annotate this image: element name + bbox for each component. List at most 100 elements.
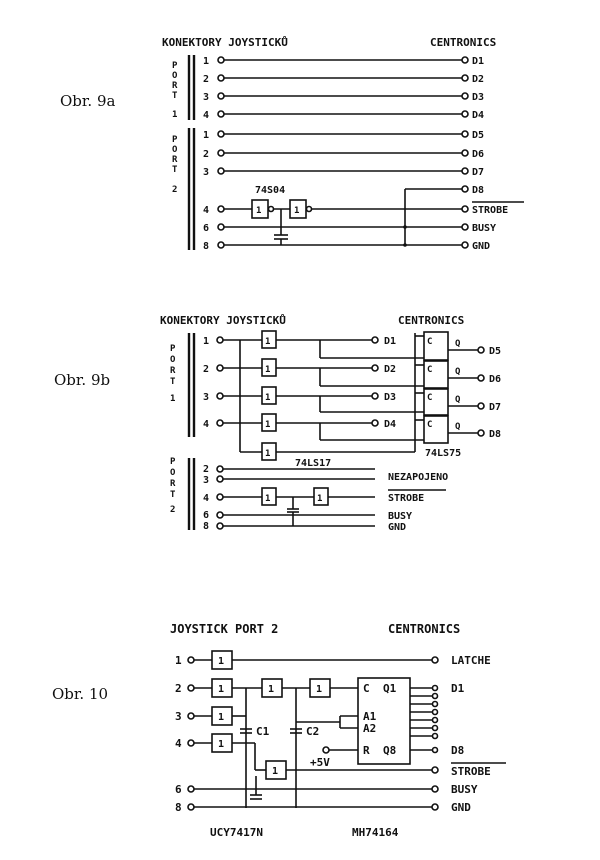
latche-label: LATCHE <box>451 654 491 667</box>
latch-output-label: D7 <box>489 402 501 413</box>
title-centronics: CENTRONICS <box>398 314 464 327</box>
port1-letter: R <box>170 366 176 376</box>
title-joystick-connectors: KONEKTORY JOYSTICKŮ <box>162 36 288 49</box>
port2-letter: R <box>172 155 178 165</box>
pin-number: 1 <box>203 130 209 141</box>
latch-output-label: D5 <box>489 346 501 357</box>
gate-label: 1 <box>317 494 322 504</box>
latch-c-pin: C <box>427 365 432 375</box>
output-label: D6 <box>472 149 484 160</box>
pin-number: 4 <box>175 737 182 750</box>
data-label: D3 <box>384 392 396 403</box>
gate-label: 1 <box>268 684 274 695</box>
caption-9a: Obr. 9a <box>60 92 116 110</box>
port1-letter: O <box>170 355 176 365</box>
strobe-label: STROBE <box>388 493 424 504</box>
title-centronics: CENTRONICS <box>388 622 460 636</box>
latch-c-pin: C <box>427 393 432 403</box>
chip-74ls75-label: 74LS75 <box>425 448 461 459</box>
output-label: D5 <box>472 130 484 141</box>
chip-74s04-label: 74S04 <box>255 185 285 196</box>
latch-c-pin: C <box>427 420 432 430</box>
pin-number: 2 <box>175 682 182 695</box>
pin-number: 4 <box>203 110 209 121</box>
gate-label: 1 <box>265 449 270 459</box>
port1-letter: 1 <box>170 394 175 404</box>
output-label: GND <box>472 241 490 252</box>
port2-letter: O <box>170 468 176 478</box>
latch-q-pin: Q <box>455 339 461 349</box>
pin-number: 1 <box>175 654 182 667</box>
caption-10: Obr. 10 <box>52 685 108 703</box>
buffer-column-74ls17: 1 1 1 1 1 <box>216 330 416 461</box>
gate-label: 1 <box>265 365 270 375</box>
caption-9b: Obr. 9b <box>54 371 110 389</box>
pin-number: 8 <box>203 241 209 252</box>
port1-letter: O <box>172 71 178 81</box>
latch-q-pin: Q <box>455 395 461 405</box>
data-label: D1 <box>384 336 396 347</box>
register-pin-r: R <box>363 744 370 757</box>
output-label: D3 <box>472 92 484 103</box>
pin-number: 6 <box>203 510 209 521</box>
strobe-label: STROBE <box>451 765 491 778</box>
straight-wires-9a <box>217 56 469 175</box>
pin-number: 4 <box>203 205 209 216</box>
register-pin-a2: A2 <box>363 722 376 735</box>
gnd-label: GND <box>451 801 471 814</box>
capacitor-c1-label: C1 <box>256 725 270 738</box>
latch-output-label: D8 <box>489 429 501 440</box>
latch-74ls75: C Q C Q C Q C Q <box>423 331 485 444</box>
output-label: BUSY <box>472 223 496 234</box>
gnd-label: GND <box>388 522 406 533</box>
pin-number: 6 <box>203 223 209 234</box>
capacitor-c2-label: C2 <box>306 725 319 738</box>
output-label: D1 <box>472 56 484 67</box>
port2-letter: T <box>172 165 178 175</box>
port1-label: P O R T 1 <box>172 61 178 120</box>
gate-label: 1 <box>265 393 270 403</box>
port1-label: P O R T 1 <box>170 344 176 404</box>
pin-number: 1 <box>203 336 209 347</box>
pin-number: 3 <box>203 392 209 403</box>
port2-letter: 2 <box>170 505 175 515</box>
chip-74ls17-label: 74LS17 <box>295 458 331 469</box>
output-label: D8 <box>472 185 484 196</box>
register-pin-q1: Q1 <box>383 682 397 695</box>
port2-letter: O <box>172 145 178 155</box>
pin-number: 2 <box>203 464 209 475</box>
gate-label: 1 <box>265 494 270 504</box>
title-joystick-port2: JOYSTICK PORT 2 <box>170 622 278 636</box>
data-label: D2 <box>384 364 396 375</box>
port1-letter: 1 <box>172 110 177 120</box>
plus5v-label: +5V <box>310 756 330 769</box>
gate-label: 1 <box>218 684 224 695</box>
register-pin-a1: A1 <box>363 710 377 723</box>
pin-number: 4 <box>203 493 209 504</box>
gate-label: 1 <box>316 684 322 695</box>
pin-number: 3 <box>203 92 209 103</box>
pin-number: 6 <box>175 783 182 796</box>
register-pin-q8: Q8 <box>383 744 396 757</box>
pin-number: 1 <box>203 56 209 67</box>
port1-letter: T <box>170 377 176 387</box>
gate-label: 1 <box>218 656 224 667</box>
title-centronics: CENTRONICS <box>430 36 496 49</box>
latch-q-pin: Q <box>455 367 461 377</box>
gate-label: 1 <box>265 337 270 347</box>
port2-letter: R <box>170 479 176 489</box>
port1-letter: P <box>170 344 176 354</box>
pin-number: 2 <box>203 74 209 85</box>
pin-number: 4 <box>203 419 209 430</box>
port2-label: P O R T 2 <box>170 457 176 515</box>
register-outputs <box>410 684 439 754</box>
busy-label: BUSY <box>451 783 478 796</box>
port2-label: P O R T 2 <box>172 135 178 195</box>
latch-output-label: D6 <box>489 374 501 385</box>
gate-label: 1 <box>256 206 261 216</box>
port1-letter: T <box>172 91 178 101</box>
figure-9a: Obr. 9a KONEKTORY JOYSTICKŮ CENTRONICS P… <box>60 36 524 252</box>
port1-letter: P <box>172 61 178 71</box>
output-label: D2 <box>472 74 484 85</box>
shift-register-mh74164 <box>357 677 411 765</box>
